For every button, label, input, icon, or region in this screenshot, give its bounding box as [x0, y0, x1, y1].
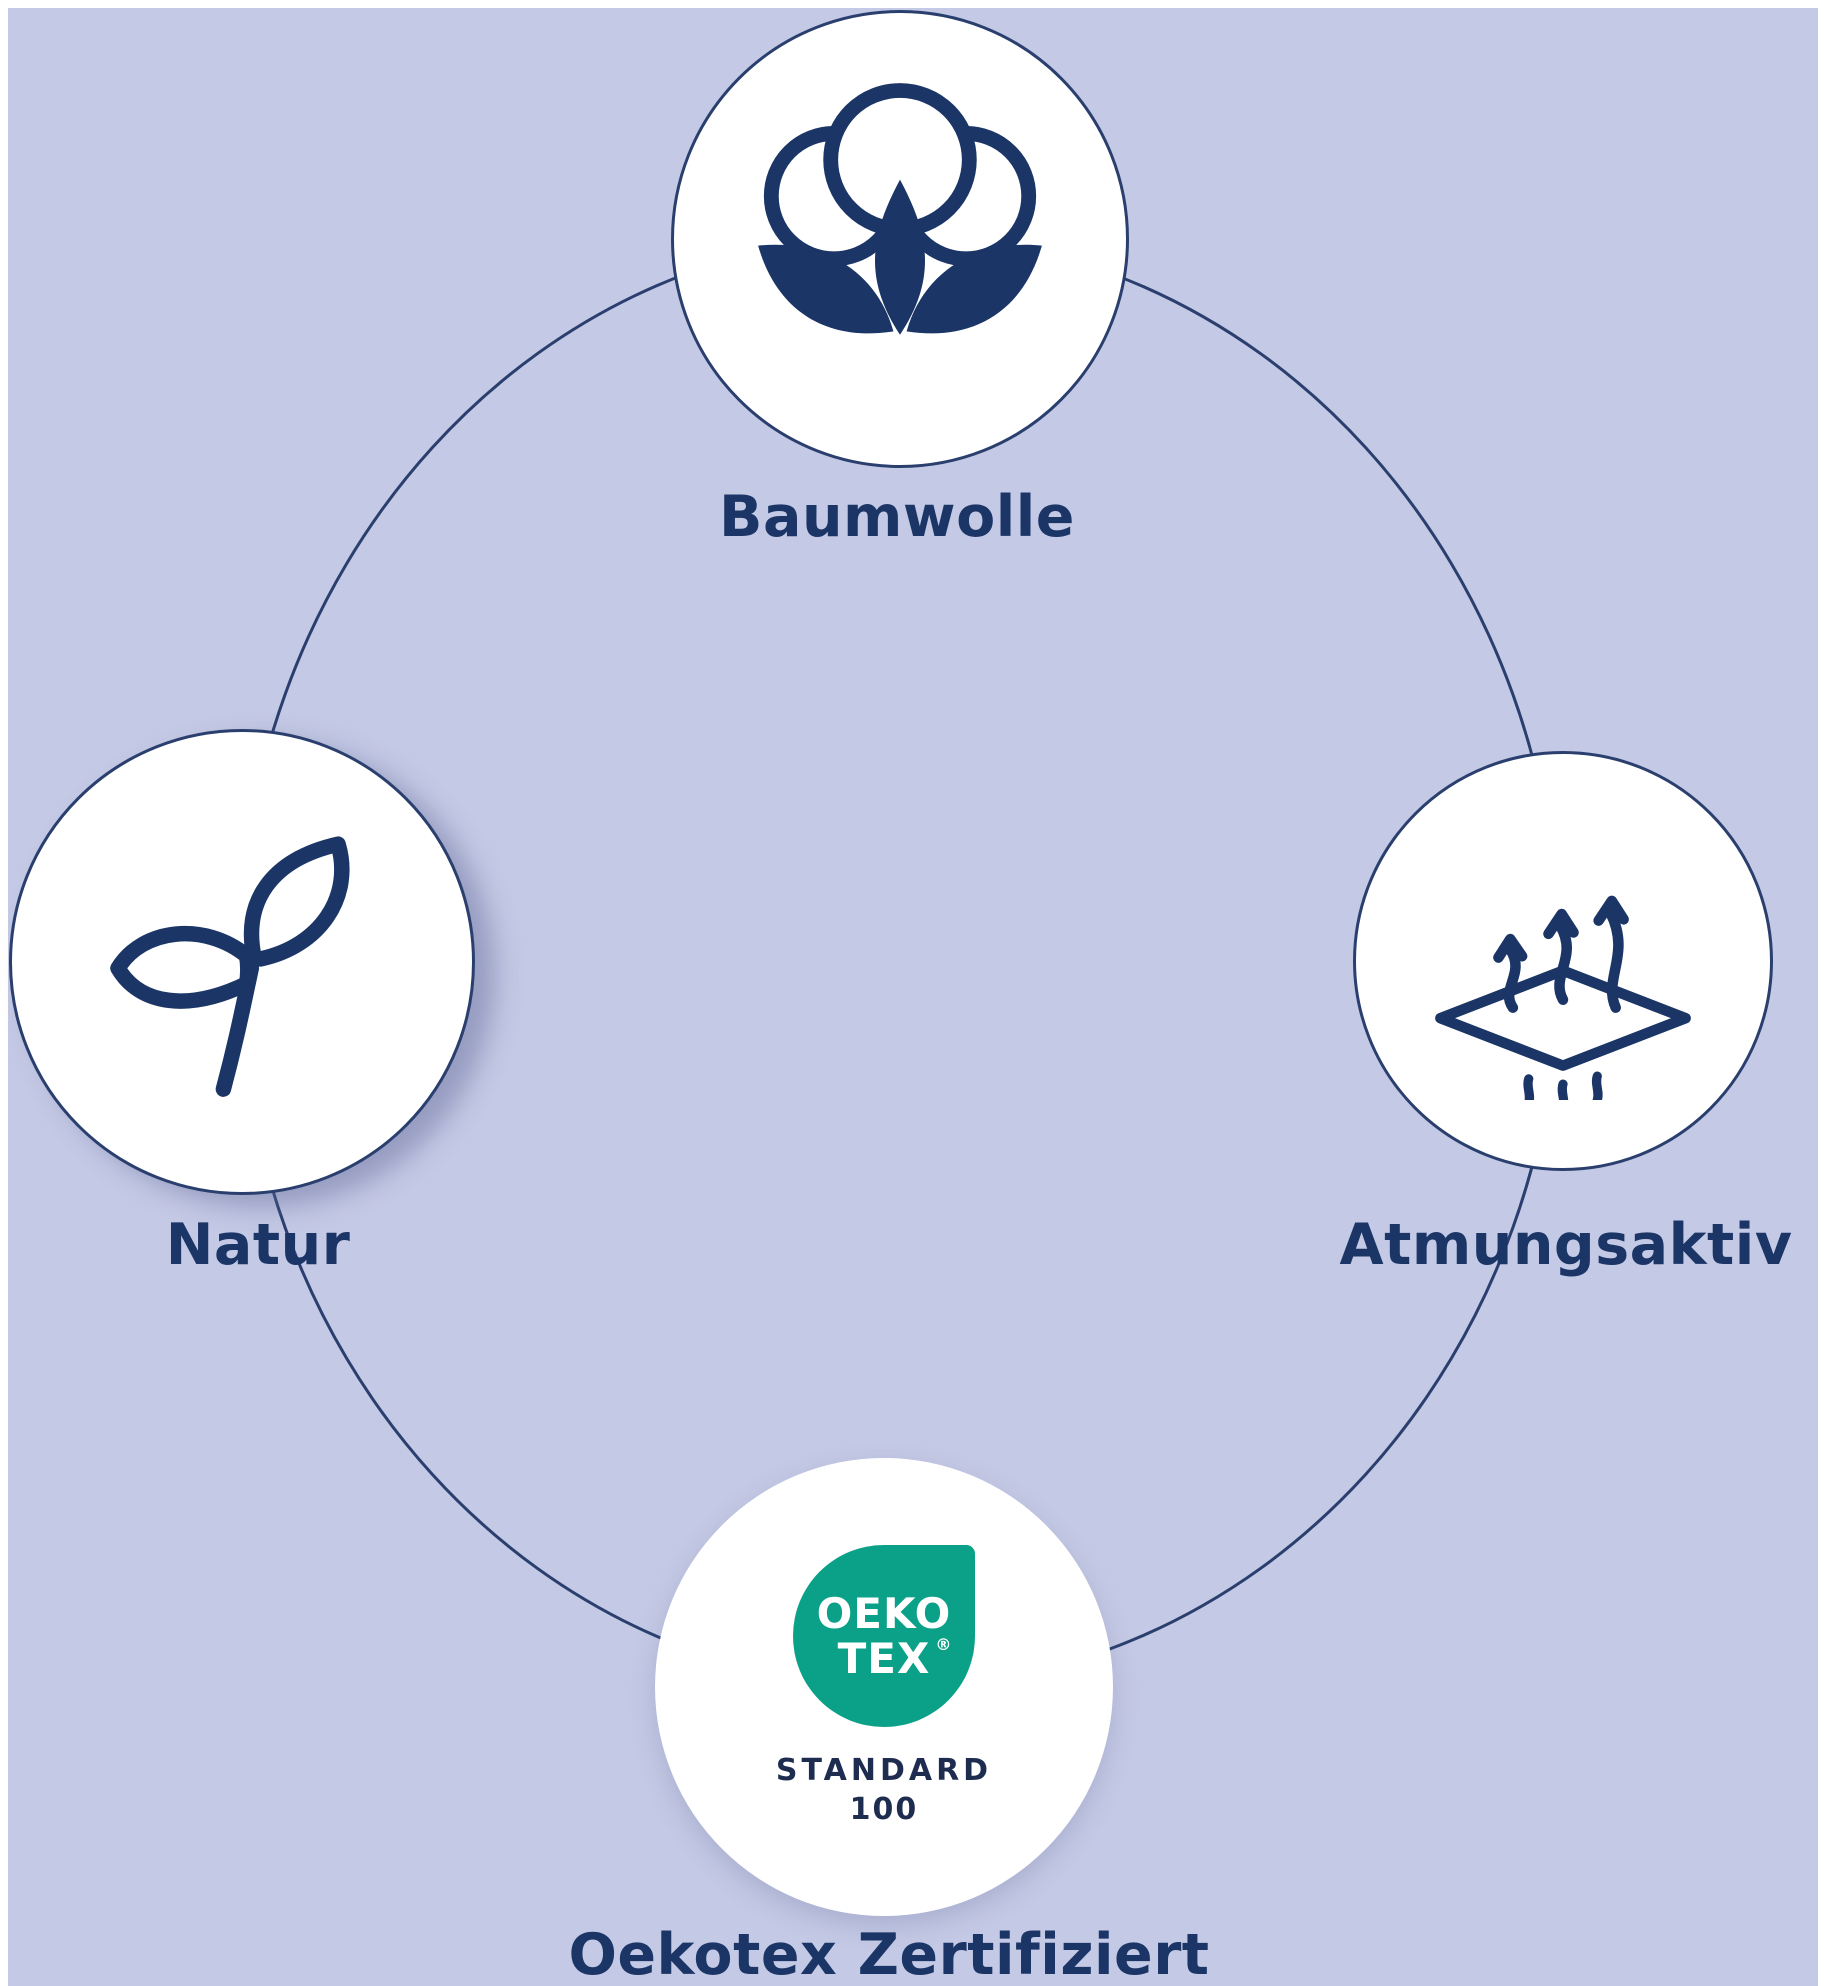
badge-label-natur: Natur	[165, 1212, 351, 1278]
oekotex-drop-shape: OEKO TEX®	[792, 1545, 975, 1727]
badge-atmungsaktiv	[1353, 751, 1773, 1171]
oekotex-logo-line1: OEKO	[816, 1588, 952, 1638]
registered-mark: ®	[935, 1635, 953, 1654]
cotton-icon	[758, 83, 1042, 335]
leaf-icon	[110, 836, 350, 1097]
oekotex-standard-line: STANDARD	[775, 1753, 993, 1788]
badge-natur	[9, 729, 475, 1195]
oekotex-100-line: 100	[849, 1792, 919, 1827]
badge-baumwolle	[671, 10, 1129, 468]
oekotex-standard-text: STANDARD 100	[776, 1751, 992, 1829]
badge-label-atmungsaktiv: Atmungsaktiv	[1339, 1212, 1793, 1278]
badge-label-oekotex: Oekotex Zertifiziert	[568, 1922, 1210, 1986]
badge-oekotex: OEKO TEX® STANDARD 100	[655, 1458, 1113, 1916]
breathable-icon	[1435, 895, 1691, 1100]
oekotex-logo: OEKO TEX® STANDARD 100	[776, 1545, 992, 1829]
badge-label-baumwolle: Baumwolle	[719, 484, 1075, 550]
oekotex-logo-line2: TEX®	[837, 1634, 953, 1683]
